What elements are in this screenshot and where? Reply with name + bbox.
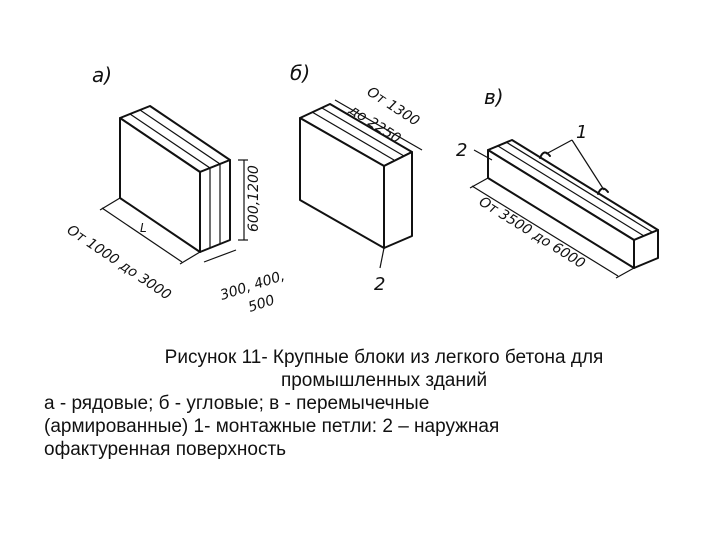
panel-c-marker-2: 2 [456,140,467,161]
caption-title-line-2: промышленных зданий [280,370,488,391]
panel-b-marker: 2 [374,274,385,295]
panel-a-height-label: 600,1200 [246,165,262,232]
panel-c-marker-1-leader [545,139,573,155]
panel-c-marker-1-leader [571,139,605,191]
panel-c-marker-1: 1 [576,122,587,143]
panel-b-groove-line [321,107,405,157]
panel-b-corner-block: б) От 1300 до 2250 2 [290,61,422,295]
panel-c-label: в) [484,85,504,109]
panel-a-width-label-2: 500 [246,292,276,316]
panel-c-lintel-block: в) 1 2 От 3500 до 6000 [456,85,659,279]
panel-b-label: б) [290,61,310,85]
panel-b-marker-leader [379,247,385,269]
panel-b-side-face [383,151,413,249]
caption-title-line-1: Рисунок 11- Крупные блоки из легкого бет… [164,347,604,368]
panel-b-groove-line [311,111,395,161]
panel-c-mounting-loop [539,151,551,159]
panel-a-length-label: От 1000 до 3000 [64,222,174,304]
panel-c-marker-2-leader [473,149,493,161]
panel-a-length-mark: L [140,221,147,235]
block-diagram: а) 600,1200 L От 1000 до 3000 300, 400, … [64,61,659,316]
panel-a-width-dimension-line [203,249,237,263]
panel-b-dimension-line [334,99,423,151]
panel-c-groove-line [497,145,645,237]
panel-a-groove-line [139,109,221,244]
panel-c-side-face [633,229,659,269]
figure-caption: Рисунок 11- Крупные блоки из легкого бет… [44,346,684,461]
panel-c-length-dimension-line [471,185,619,277]
panel-a-label: а) [92,63,112,87]
panel-a-length-dimension-line [101,207,183,263]
panel-a-regular-block: а) 600,1200 L От 1000 до 3000 300, 400, … [64,63,287,316]
panel-c-groove-line [505,141,653,233]
panel-a-side-face [199,159,231,253]
caption-legend-line-2: (армированные) 1- монтажные петли: 2 – н… [44,416,500,437]
caption-legend-line-1: а - рядовые; б - угловые; в - перемычечн… [44,393,430,414]
panel-a-groove-line [129,113,211,248]
caption-legend-line-3: офактуренная поверхность [44,439,287,460]
